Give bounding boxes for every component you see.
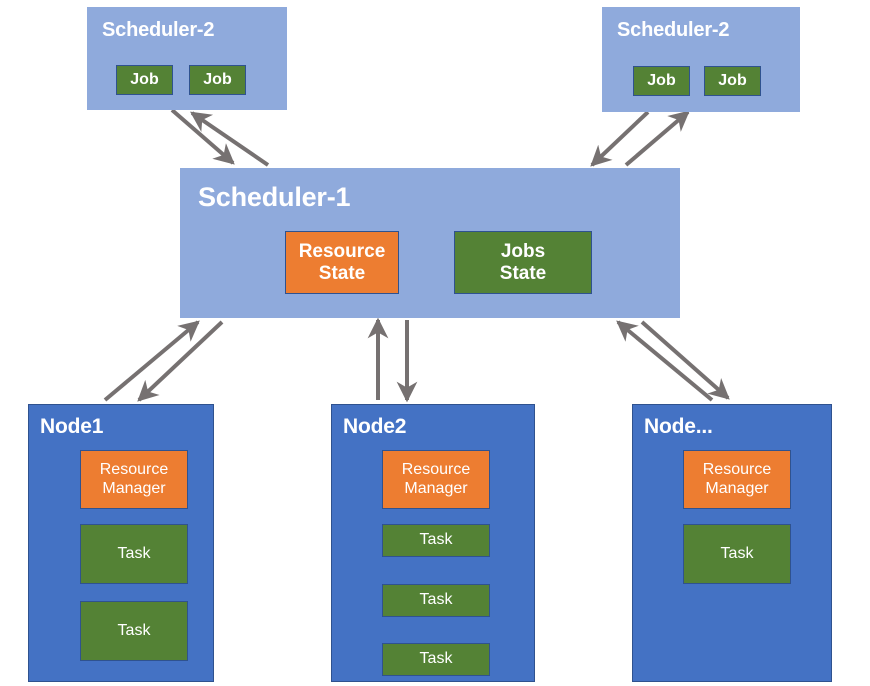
resource-manager-line1: Resource <box>702 461 772 479</box>
jobs-state-chip[interactable]: Jobs State <box>454 231 592 294</box>
task-label: Task <box>419 650 453 668</box>
node2-title: Node2 <box>343 415 407 438</box>
resource-manager-line2: Manager <box>102 479 166 497</box>
arrow-scheduler1-node2 <box>367 317 418 403</box>
job-label: Job <box>718 71 747 89</box>
node2-box[interactable]: Node2 Resource Manager Task Task Task <box>331 404 535 682</box>
job-label: Job <box>647 71 676 89</box>
node3-resource-manager[interactable]: Resource Manager <box>683 450 791 509</box>
resource-state-chip[interactable]: Resource State <box>285 231 399 294</box>
node1-box[interactable]: Node1 Resource Manager Task Task <box>28 404 214 682</box>
task-label: Task <box>117 544 151 562</box>
resource-manager-line1: Resource <box>99 461 169 479</box>
resource-state-line1: Resource <box>298 240 386 262</box>
scheduler2-right-job-2[interactable]: Job <box>704 66 761 96</box>
node3-title: Node... <box>644 415 713 438</box>
task-label: Task <box>419 591 453 609</box>
scheduler2-left-title: Scheduler-2 <box>102 19 215 41</box>
job-label: Job <box>130 70 159 88</box>
arrow-scheduler1-node1 <box>103 320 224 402</box>
resource-state-line2: State <box>318 262 366 284</box>
scheduler2-left-job-2[interactable]: Job <box>189 65 246 95</box>
node3-box[interactable]: Node... Resource Manager Task <box>632 404 832 682</box>
scheduler2-left-job-1[interactable]: Job <box>116 65 173 95</box>
scheduler2-right-job-1[interactable]: Job <box>633 66 690 96</box>
node2-resource-manager[interactable]: Resource Manager <box>382 450 490 509</box>
job-label: Job <box>203 70 232 88</box>
scheduler2-right-box[interactable]: Scheduler-2 Job Job <box>602 7 800 112</box>
task-label: Task <box>117 621 151 639</box>
node1-title: Node1 <box>40 415 104 438</box>
arrow-scheduler1-scheduler2-left <box>170 108 270 167</box>
node1-resource-manager[interactable]: Resource Manager <box>80 450 188 509</box>
node3-task-1[interactable]: Task <box>683 524 791 584</box>
node1-task-2[interactable]: Task <box>80 601 188 661</box>
arrow-scheduler1-scheduler2-right <box>590 110 690 167</box>
scheduler1-box[interactable]: Scheduler-1 Resource State Jobs State <box>180 168 680 318</box>
node1-task-1[interactable]: Task <box>80 524 188 584</box>
task-label: Task <box>419 531 453 549</box>
scheduler1-title: Scheduler-1 <box>198 182 351 212</box>
task-label: Task <box>720 544 754 562</box>
node2-task-1[interactable]: Task <box>382 524 490 557</box>
resource-manager-line2: Manager <box>705 479 769 497</box>
jobs-state-line2: State <box>499 262 547 284</box>
node2-task-3[interactable]: Task <box>382 643 490 676</box>
scheduler2-right-title: Scheduler-2 <box>617 19 730 41</box>
node2-task-2[interactable]: Task <box>382 584 490 617</box>
resource-manager-line2: Manager <box>404 479 468 497</box>
scheduler2-left-box[interactable]: Scheduler-2 Job Job <box>87 7 287 110</box>
resource-manager-line1: Resource <box>401 461 471 479</box>
jobs-state-line1: Jobs <box>500 240 546 262</box>
arrow-scheduler1-node3 <box>616 320 730 402</box>
